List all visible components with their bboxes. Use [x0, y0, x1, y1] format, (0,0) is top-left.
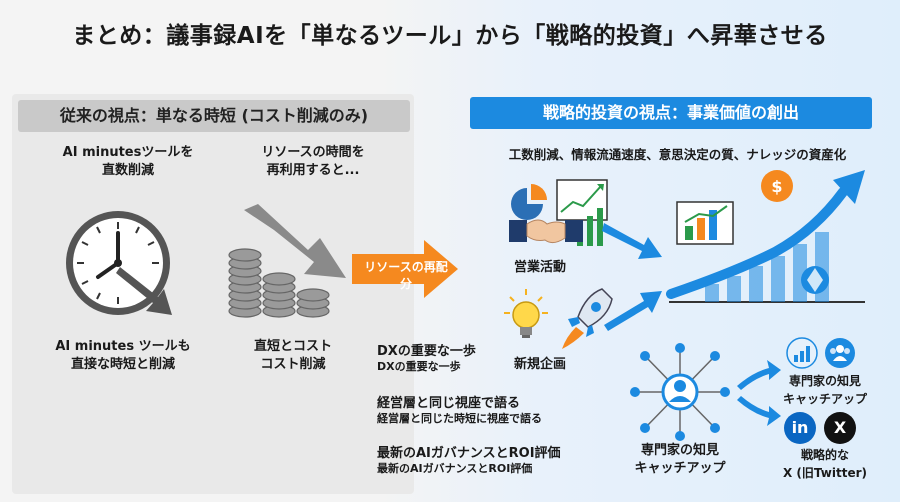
col2-top-text: リソースの時間を 再利用すると...: [228, 144, 398, 180]
col1-top-line2: 直数削減: [101, 163, 154, 178]
point-2-sub: 経営層と同じた時短に視座で語る: [377, 412, 542, 425]
sales-label: 営業活動: [513, 260, 566, 275]
strategic-view-header: 戦略的投資の視点：事業価値の創出: [470, 97, 872, 129]
point-2: 経営層と同じ視座で語る 経営層と同じた時短に視座で語る: [377, 392, 577, 426]
expert-label-line1: 専門家の知見: [640, 443, 719, 458]
linkedin-icon: in: [784, 412, 816, 444]
col2-bottom-line2: コスト削減: [260, 357, 326, 372]
growth-chart-icon: $: [666, 170, 865, 303]
people-icon: [825, 338, 855, 368]
point-3-main: 最新のAIガバナンスとROI評価: [377, 446, 561, 461]
lightbulb-icon: [504, 288, 613, 349]
sns-label-line1: 戦略的な: [800, 448, 849, 462]
point-1-main: DXの重要な一歩: [377, 344, 476, 359]
flow-arrows-icon: [602, 223, 662, 331]
col2-top-line1: リソースの時間を: [261, 145, 365, 160]
clock-icon: [66, 211, 172, 315]
expert-label: 専門家の知見 キャッチアップ: [615, 442, 745, 478]
col2-bottom-line1: 直短とコスト: [253, 339, 332, 354]
traditional-view-header: 従来の視点：単なる時短 (コスト削減のみ): [18, 100, 410, 132]
sns-label: 戦略的な X (旧Twitter): [770, 446, 880, 482]
reallocation-label: リソースの再配分: [364, 260, 448, 291]
point-2-main: 経営層と同じ視座で語る: [377, 396, 521, 411]
handshake-icon: [509, 179, 608, 246]
page-title: まとめ：議事録AIを「単なるツール」から「戦略的投資」へ昇華させる: [72, 23, 828, 49]
col1-top-text: AI minutesツールを 直数削減: [48, 144, 208, 180]
expert-label-line2: キャッチアップ: [634, 461, 726, 476]
dollar-symbol: $: [771, 177, 782, 196]
expert-label-2-line2: キャッチアップ: [782, 392, 867, 406]
point-1: DXの重要な一歩 DXの重要な一歩: [377, 340, 577, 374]
point-3-sub: 最新のAIガバナンスとROI評価: [377, 462, 533, 475]
strategic-subtitle: 工数削減、情報流通速度、意思決定の質、ナレッジの資産化: [508, 147, 847, 162]
network-icon: [630, 343, 730, 441]
down-arrow-icon: [244, 204, 346, 278]
expert-label-2: 専門家の知見 キャッチアップ: [770, 372, 880, 408]
col2-bottom-text: 直短とコスト コスト削減: [218, 338, 368, 374]
expert-label-2-line1: 専門家の知見: [788, 374, 861, 388]
sns-label-line2: X (旧Twitter): [783, 466, 867, 480]
point-3: 最新のAIガバナンスとROI評価 最新のAIガバナンスとROI評価: [377, 442, 587, 476]
col1-top-line1: AI minutesツールを: [62, 145, 194, 160]
social-arrows-icon: [737, 360, 781, 426]
bar-chart-icon: [786, 337, 818, 369]
col1-bottom-text: AI minutes ツールも 直接な時短と削減: [38, 338, 208, 374]
col2-top-line2: 再利用すると...: [266, 163, 360, 178]
col1-bottom-line2: 直接な時短と削減: [70, 357, 175, 372]
x-icon: X: [824, 412, 856, 444]
point-1-sub: DXの重要な一歩: [377, 360, 461, 373]
col1-bottom-line1: AI minutes ツールも: [55, 339, 191, 354]
coins-icon: [228, 248, 330, 318]
planning-label: 新規企画: [513, 357, 566, 372]
reallocation-arrow-icon: [352, 240, 458, 298]
